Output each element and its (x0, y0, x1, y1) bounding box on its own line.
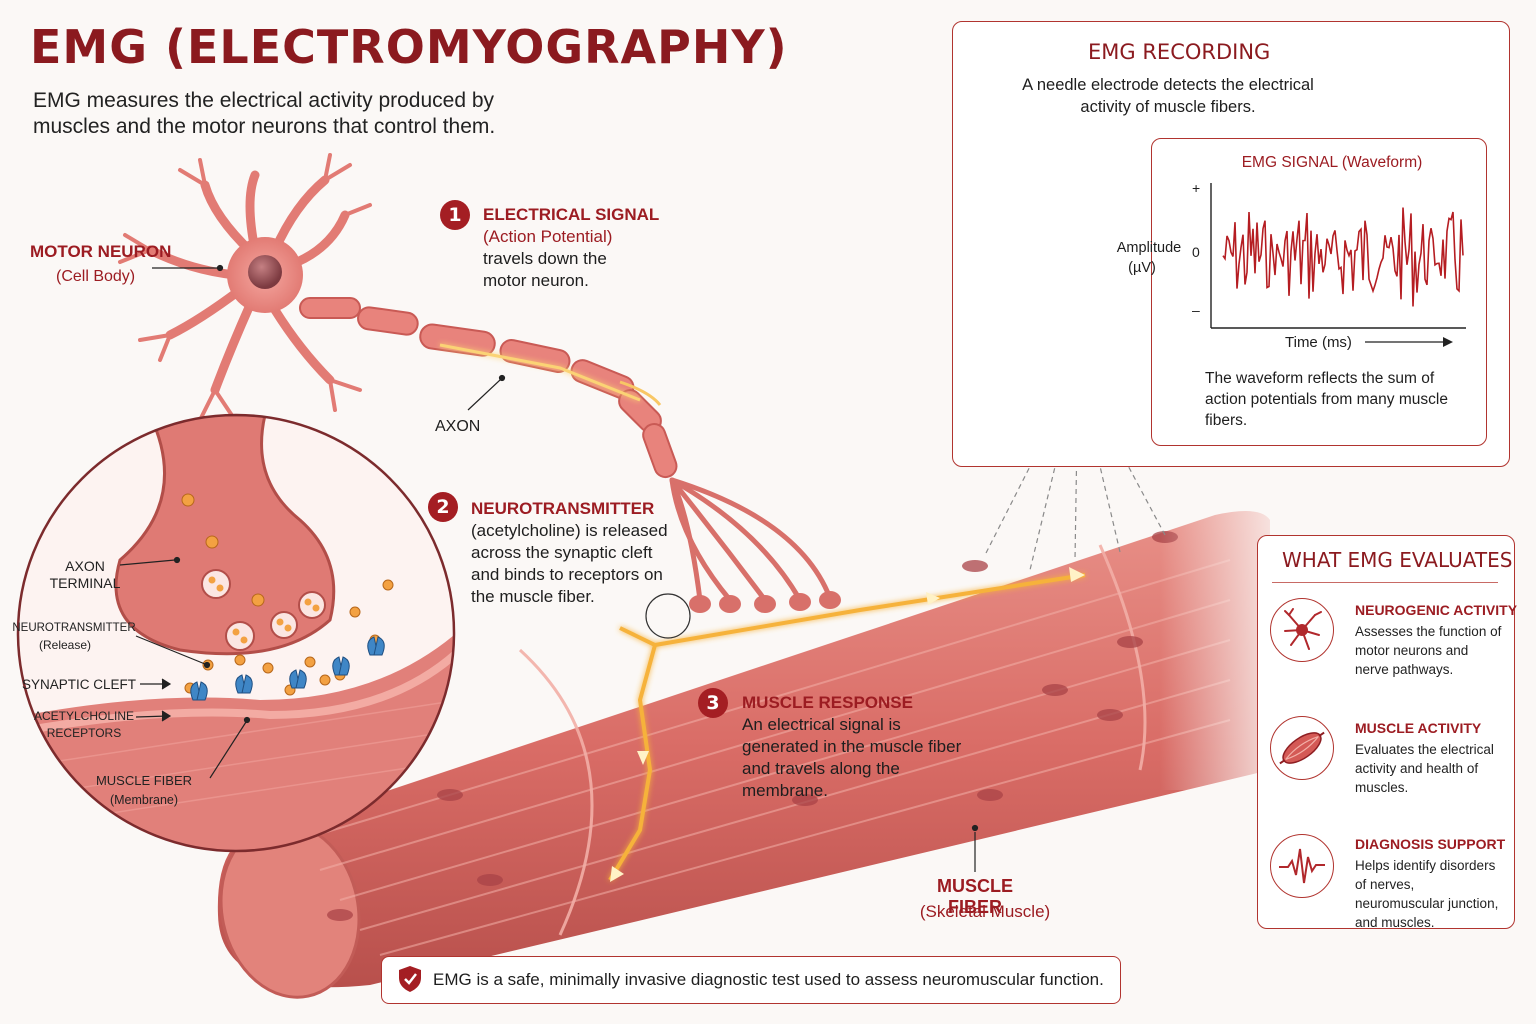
step-1-number: 1 (440, 200, 470, 230)
evaluates-title: WHAT EMG EVALUATES (1282, 548, 1513, 572)
step-3-number: 3 (698, 688, 728, 718)
step-2-title: NEUROTRANSMITTER (471, 499, 655, 518)
muscle-icon (1270, 716, 1334, 780)
eval-item-2-title: MUSCLE ACTIVITY (1355, 720, 1482, 736)
muscle-signal-path (608, 573, 1086, 882)
motor-neuron-sublabel: (Cell Body) (56, 268, 136, 285)
footer-banner (381, 956, 1121, 1004)
step-1-description: travels down the motor neuron. (483, 249, 607, 290)
eval-item-1-desc: Assesses the function of motor neurons a… (1355, 624, 1502, 677)
muscle-fiber-membrane-label: MUSCLE FIBER (95, 773, 193, 788)
eval-item-3-title: DIAGNOSIS SUPPORT (1355, 836, 1506, 852)
y-axis-label: Amplitude (1116, 240, 1182, 256)
step-2-text-block: NEUROTRANSMITTER (acetylcholine) is rele… (471, 498, 676, 608)
axon-label: AXON (435, 418, 481, 435)
axon (299, 297, 678, 479)
x-axis-label: Time (ms) (1285, 334, 1352, 351)
synapse-zoom-illustration (16, 413, 456, 853)
motor-neuron-label: MOTOR NEURON (30, 242, 172, 261)
step-1-title: ELECTRICAL SIGNAL (483, 205, 660, 224)
emg-waveform-note: The waveform reflects the sum of action … (1205, 370, 1448, 429)
axon-terminal-label: AXON TERMINAL (49, 558, 121, 591)
muscle-fiber-sublabel: (Skeletal Muscle) (919, 902, 1051, 921)
eval-item-3-desc: Helps identify disorders of nerves, neur… (1355, 858, 1499, 930)
step-2-number: 2 (428, 492, 458, 522)
eval-item-2-desc: Evaluates the electrical activity and he… (1355, 742, 1494, 795)
step-3: 3 (698, 688, 728, 718)
y-axis-unit: (µV) (1128, 260, 1156, 276)
emg-recording-title: EMG RECORDING (1088, 40, 1271, 64)
eval-item-1-title: NEUROGENIC ACTIVITY (1355, 602, 1518, 618)
page-title: EMG (ELECTROMYOGRAPHY) (30, 20, 788, 74)
step-2: 2 (428, 492, 458, 522)
neurotransmitter-label: NEUROTRANSMITTER (12, 622, 136, 634)
emg-waveform-chart (1210, 183, 1466, 347)
emg-waveform-trace (1222, 207, 1464, 307)
step-3-text-block: MUSCLE RESPONSE An electrical signal is … (742, 692, 977, 802)
step-1: 1 (440, 200, 470, 230)
step-3-description: An electrical signal is generated in the… (742, 715, 962, 800)
receptor-icons (190, 636, 385, 701)
muscle-fiber-membrane-sublabel: (Membrane) (109, 793, 179, 807)
emg-signal-title: EMG SIGNAL (Waveform) (1241, 154, 1423, 171)
step-3-title: MUSCLE RESPONSE (742, 693, 913, 712)
evaluates-divider (1272, 582, 1498, 583)
ach-receptors-label: ACETYLCHOLINE RECEPTORS (33, 709, 135, 740)
step-1-text-block: ELECTRICAL SIGNAL (Action Potential) tra… (483, 204, 683, 292)
neuron-icon (1270, 598, 1334, 662)
neurotransmitter-sublabel: (Release) (38, 638, 92, 652)
intro-text: EMG measures the electrical activity pro… (33, 89, 496, 138)
nucleus (248, 255, 282, 289)
y-axis-zero: 0 (1192, 244, 1200, 260)
emg-recording-description: A needle electrode detects the electrica… (1022, 76, 1314, 116)
shield-check-icon (397, 965, 423, 998)
muscle-fiber-label: MUSCLE FIBER (937, 876, 1013, 917)
waveform-icon (1270, 834, 1334, 898)
y-axis-plus: + (1192, 180, 1201, 196)
step-1-subtitle: (Action Potential) (483, 227, 613, 246)
emg-signal-panel (1151, 138, 1487, 446)
y-axis-minus: – (1192, 302, 1200, 318)
step-2-description: (acetylcholine) is released across the s… (471, 521, 668, 606)
footer-text: EMG is a safe, minimally invasive diagno… (433, 970, 1104, 989)
synaptic-cleft-label: SYNAPTIC CLEFT (21, 677, 137, 692)
